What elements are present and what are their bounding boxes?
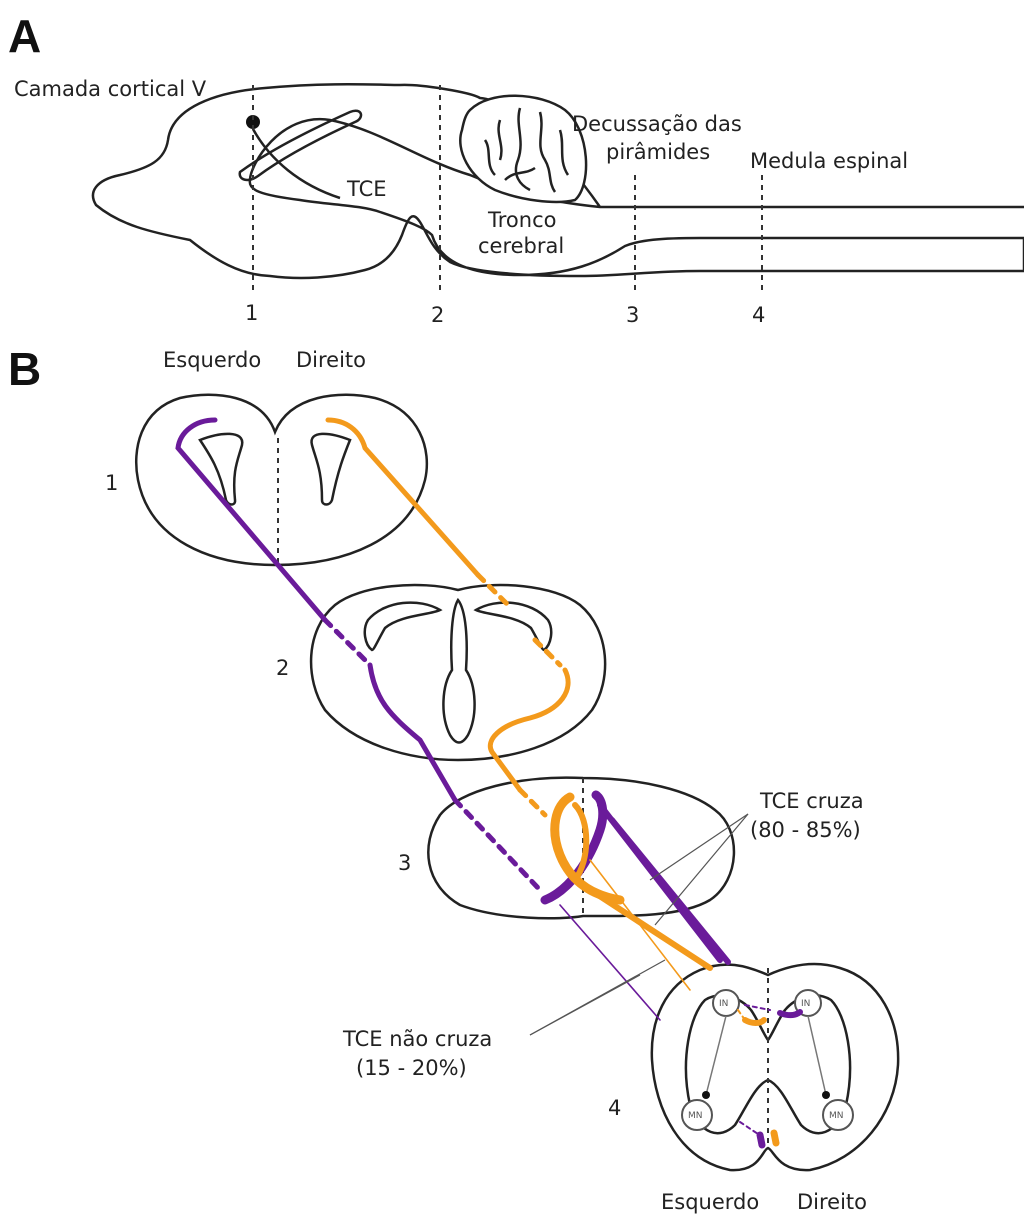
level-number-a-1: 1 [245,301,258,325]
label-tce: TCE [346,177,387,201]
label-brainstem-1: Tronco [487,208,556,232]
level-number-b-2: 2 [276,656,289,680]
purple-ventral-terminal [760,1135,762,1145]
purple-terminal-right [780,1012,800,1015]
label-right-bottom: Direito [797,1190,867,1214]
motor-neuron-right-label: MN [829,1111,844,1121]
label-cortical-layer: Camada cortical V [14,77,207,101]
label-left-bottom: Esquerdo [661,1190,759,1214]
level-number-a-3: 3 [626,303,639,327]
label-tce-not-crosses: TCE não cruza [342,1027,492,1051]
label-left-top: Esquerdo [163,348,261,372]
level-number-b-4: 4 [608,1096,621,1120]
label-decussation-1: Decussação das [572,112,742,136]
label-decussation-2: pirâmides [606,140,710,164]
orange-terminal-left [745,1020,764,1023]
synapse-dot-right [822,1091,830,1099]
not-crosses-pointer-2 [530,975,640,1035]
synapse-dot-left [702,1091,710,1099]
section-2-outline [311,585,605,760]
orange-ventral-terminal [774,1133,776,1143]
label-tce-not-crosses-percent: (15 - 20%) [356,1056,467,1080]
level-number-b-1: 1 [105,471,118,495]
motor-neuron-left-label: MN [688,1111,703,1121]
level-number-b-3: 3 [398,851,411,875]
interneuron-right-label: IN [801,999,810,1009]
label-tce-crosses-percent: (80 - 85%) [750,818,861,842]
label-brainstem-2: cerebral [478,234,564,258]
section-1-outline [136,395,427,565]
label-spinal-cord: Medula espinal [750,149,908,173]
label-tce-crosses: TCE cruza [759,789,864,813]
level-number-a-2: 2 [431,303,444,327]
section-3-outline [428,778,734,919]
panel-a-label: A [8,10,41,62]
label-right-top: Direito [296,348,366,372]
level-number-a-4: 4 [752,303,765,327]
interneuron-left-label: IN [719,999,728,1009]
panel-b-label: B [8,343,41,395]
